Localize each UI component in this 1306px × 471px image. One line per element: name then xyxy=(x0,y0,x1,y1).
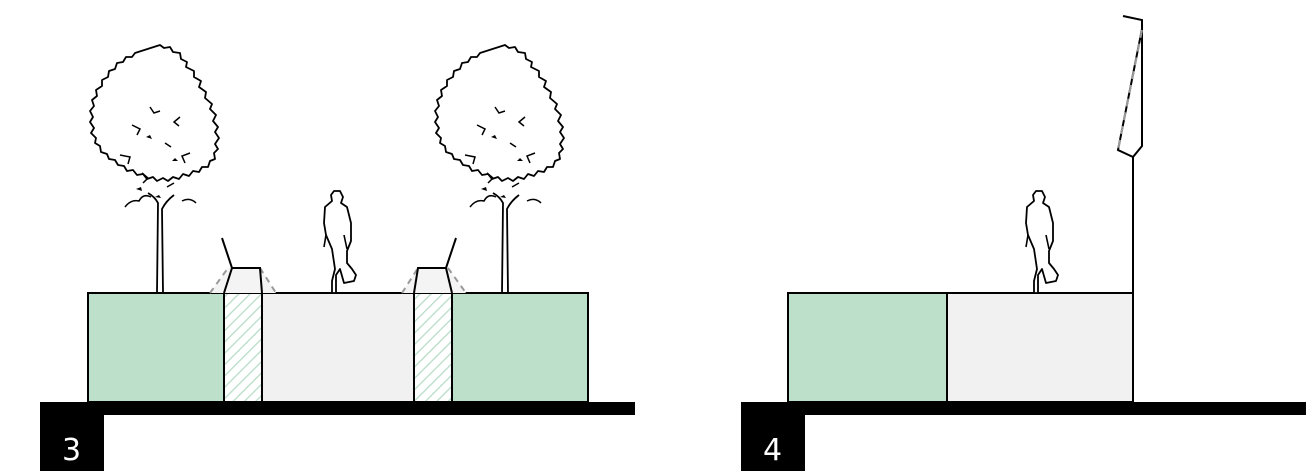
panel-4: 4 xyxy=(741,15,1306,471)
planting-bed xyxy=(787,292,948,403)
panel-number-tab xyxy=(741,402,805,471)
hatched-strip-right xyxy=(413,292,453,403)
paved-walkway xyxy=(946,292,1134,403)
ground-slab xyxy=(741,402,1306,415)
panel-3: 3 xyxy=(40,44,635,471)
panel-number: 3 xyxy=(62,433,81,468)
street-light-right xyxy=(401,237,467,294)
pedestrian-icon xyxy=(1025,190,1059,294)
tree-icon xyxy=(434,44,565,294)
hatched-strip-left xyxy=(223,292,263,403)
street-light-left xyxy=(209,237,277,294)
ground-slab xyxy=(40,402,635,415)
panel-number: 4 xyxy=(763,433,782,468)
planting-bed-right xyxy=(451,292,589,403)
paved-walkway xyxy=(261,292,415,403)
pedestrian-icon xyxy=(323,190,357,294)
tree-icon xyxy=(89,44,220,294)
building-wall xyxy=(1116,15,1143,402)
planting-bed-left xyxy=(87,292,225,403)
panel-number-tab xyxy=(40,402,104,471)
